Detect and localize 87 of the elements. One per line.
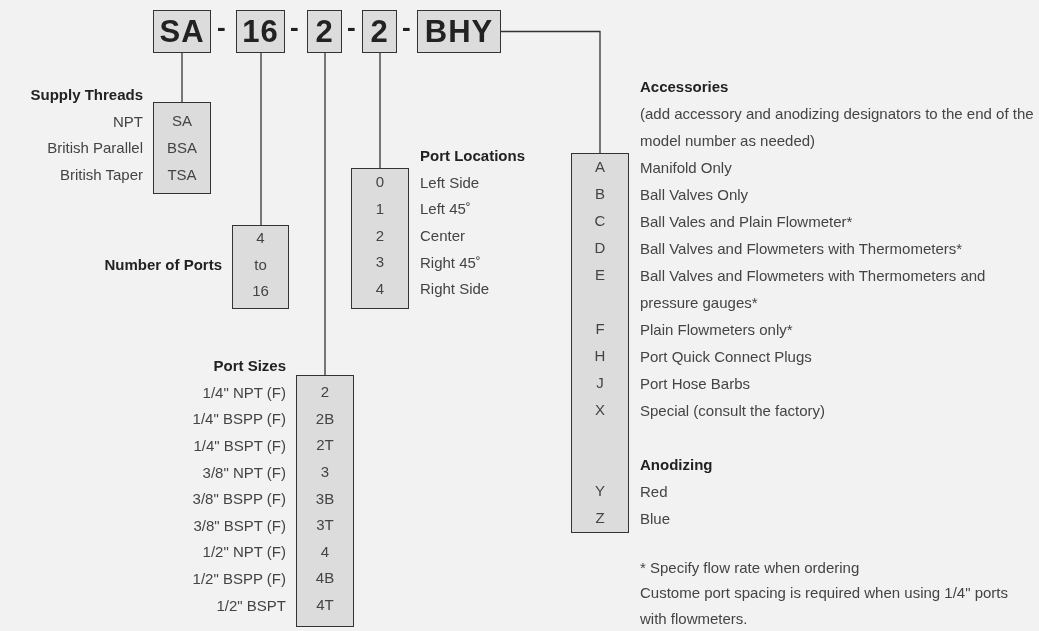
option-description: Plain Flowmeters only* [640,319,794,340]
option-code: 4 [319,541,331,562]
connector-line [379,52,381,169]
option-code: 3T [315,515,335,536]
option-description: Ball Valves and Flowmeters with Thermometers* [640,238,964,259]
model-code-segment: BHY [417,10,501,53]
option-description: 1/4" NPT (F) [202,382,286,403]
option-description: Right 45˚ [420,252,481,273]
option-description: Right Side [420,279,490,300]
option-description: Red [640,481,669,502]
section-heading: Accessories [640,76,730,97]
option-code: F [594,319,606,339]
option-code: TSA [166,164,198,185]
model-code-segment: SA [153,10,211,53]
option-description: Ball Valves Only [640,184,750,205]
option-description: 3/8" BSPP (F) [192,489,286,510]
footnote: Custome port spacing is required when using 1/4" ports with flowmeters. [640,583,1010,629]
separator-dash: - [217,12,226,43]
option-code: 16 [251,281,270,302]
option-code: 3 [374,252,386,273]
option-description: Center [420,226,466,247]
option-description: Left Side [420,172,480,193]
code-list-box [351,168,409,309]
option-description: 3/8" BSPT (F) [193,515,286,536]
separator-dash: - [290,12,299,43]
code-list-box [296,375,354,627]
option-code: Z [594,508,606,528]
option-code: X [594,400,606,420]
option-description: Port Hose Barbs [640,373,752,394]
model-code-segment: 16 [236,10,285,53]
option-description: 1/2" BSPT [216,595,286,616]
option-description: Left 45˚ [420,199,471,220]
option-code: E [594,265,606,285]
option-description: British Parallel [47,138,143,159]
connector-line [260,52,262,226]
option-description: Port Quick Connect Plugs [640,346,813,367]
option-description: 1/2" NPT (F) [202,542,286,563]
option-code: 4B [314,568,336,589]
option-code: Y [594,481,606,501]
option-description: Ball Vales and Plain Flowmeter* [640,211,854,232]
option-code: 3 [319,462,331,482]
option-description: Blue [640,508,672,529]
option-code: BSA [166,137,198,158]
option-description: Ball Valves and Flowmeters with Thermometers and pressure gauges* [640,265,987,313]
section-heading: Supply Threads [30,84,143,105]
option-description: 1/4" BSPT (F) [193,435,286,456]
code-list-box [232,225,289,309]
option-code: J [595,373,605,393]
model-code-segment: 2 [307,10,342,53]
code-list-box [571,153,629,533]
code-list-box [153,102,211,194]
option-code: SA [171,111,193,132]
option-code: 0 [374,172,386,193]
option-code: 2T [315,435,335,456]
option-code: 3B [314,488,336,509]
option-code: 2B [314,408,336,429]
section-heading: Number of Ports [104,255,222,276]
option-description: 1/2" BSPP (F) [192,568,286,589]
option-description: Special (consult the factory) [640,400,827,421]
option-code: to [253,254,268,275]
option-code: 1 [374,198,386,219]
note-text: (add accessory and anodizing designators to the end of the model number as needed) [640,103,1035,151]
option-description: NPT [113,111,143,132]
separator-dash: - [347,12,356,43]
option-code: 4 [255,228,266,249]
option-code: B [594,184,606,204]
option-code: 2 [374,225,386,246]
option-code: H [593,346,607,366]
option-code: 2 [319,382,331,403]
option-code: A [594,157,606,177]
model-code-segment: 2 [362,10,397,53]
connector-line [324,52,326,376]
connector-line [500,30,601,154]
section-heading: Port Sizes [213,356,286,377]
option-description: British Taper [59,165,143,186]
section-heading: Anodizing [640,454,714,475]
option-description: 3/8" NPT (F) [202,462,286,483]
option-code: 4T [315,595,335,615]
connector-line [181,52,183,103]
option-code: 4 [374,278,386,299]
option-code: D [593,238,607,258]
option-description: Manifold Only [640,157,733,178]
option-description: 1/4" BSPP (F) [192,409,286,430]
footnote: * Specify flow rate when ordering [640,558,860,578]
separator-dash: - [402,12,411,43]
section-heading: Port Locations [420,145,525,166]
option-code: C [593,211,607,231]
